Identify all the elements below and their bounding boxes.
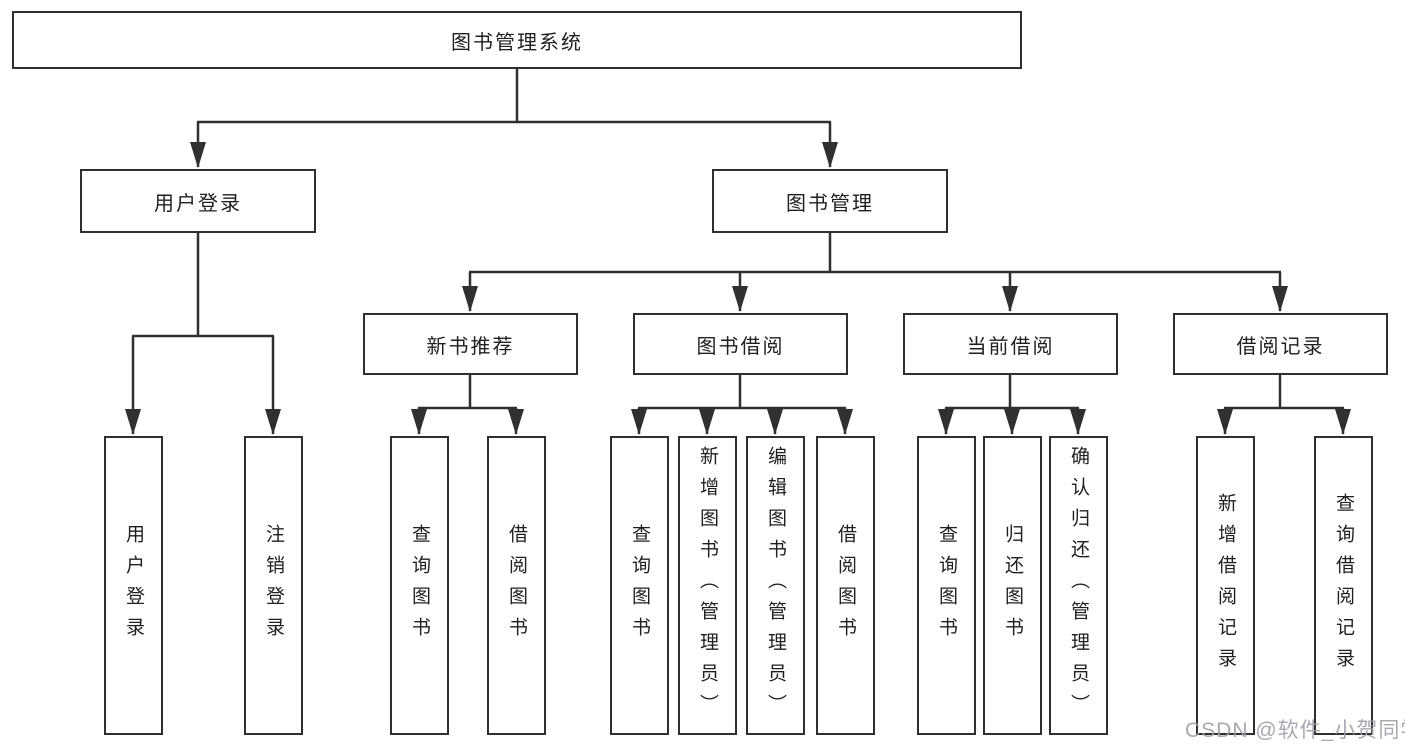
node-label: 查询借阅记录 — [1333, 492, 1354, 679]
node-label: 用户登录 — [154, 192, 242, 215]
node-label: 注销登录 — [263, 523, 284, 648]
node-query-borrow-record: 查询借阅记录 — [1314, 436, 1373, 735]
node-label: 归还图书 — [1002, 523, 1023, 648]
node-new-book-recommendation: 新书推荐 — [363, 313, 578, 375]
node-label: 新书推荐 — [426, 335, 515, 358]
node-query-books: 查询图书 — [610, 436, 669, 735]
node-edit-books-admin: 编辑图书（管理员） — [746, 436, 805, 735]
node-label: 新增图书（管理员） — [697, 446, 718, 725]
node-query-books: 查询图书 — [390, 436, 449, 735]
wire-bookmgmt-to-level3 — [462, 232, 1288, 312]
node-label: 图书管理 — [786, 192, 874, 215]
node-label: 图书管理系统 — [451, 31, 583, 54]
wire-userlogin-to-leaves — [125, 232, 281, 435]
node-add-borrow-record: 新增借阅记录 — [1196, 436, 1255, 735]
node-label: 查询图书 — [936, 523, 957, 648]
node-return-books: 归还图书 — [983, 436, 1042, 735]
node-current-borrowing: 当前借阅 — [903, 313, 1118, 375]
node-logout-leaf: 注销登录 — [244, 436, 303, 735]
node-query-books: 查询图书 — [917, 436, 976, 735]
node-label: 查询图书 — [629, 523, 650, 648]
node-label: 借阅图书 — [506, 523, 527, 648]
node-borrow-books: 借阅图书 — [816, 436, 875, 735]
wire-newbooks-to-leaves — [411, 374, 524, 435]
node-user-login: 用户登录 — [80, 169, 316, 233]
node-label: 确认归还（管理员） — [1068, 446, 1089, 725]
node-library-management-system: 图书管理系统 — [12, 11, 1022, 69]
node-book-borrowing: 图书借阅 — [633, 313, 848, 375]
node-borrowing-records: 借阅记录 — [1173, 313, 1388, 375]
csdn-watermark: CSDN @软件_小贺同学 — [1185, 719, 1405, 742]
node-label: 新增借阅记录 — [1215, 492, 1236, 679]
node-confirm-return-admin: 确认归还（管理员） — [1049, 436, 1108, 735]
node-label: 图书借阅 — [696, 335, 785, 358]
node-add-books-admin: 新增图书（管理员） — [678, 436, 737, 735]
node-label: 借阅记录 — [1236, 335, 1325, 358]
node-label: 借阅图书 — [835, 523, 856, 648]
node-label: 查询图书 — [409, 523, 430, 648]
node-label: 编辑图书（管理员） — [765, 446, 786, 725]
wire-root-to-level2 — [190, 68, 838, 168]
node-user-login-leaf: 用户登录 — [104, 436, 163, 735]
wire-borrowing-to-leaves — [631, 374, 853, 435]
wire-current-to-leaves — [938, 374, 1086, 435]
node-book-management: 图书管理 — [712, 169, 948, 233]
wire-records-to-leaves — [1217, 374, 1351, 435]
node-label: 当前借阅 — [966, 335, 1055, 358]
node-borrow-books: 借阅图书 — [487, 436, 546, 735]
node-label: 用户登录 — [123, 523, 144, 648]
